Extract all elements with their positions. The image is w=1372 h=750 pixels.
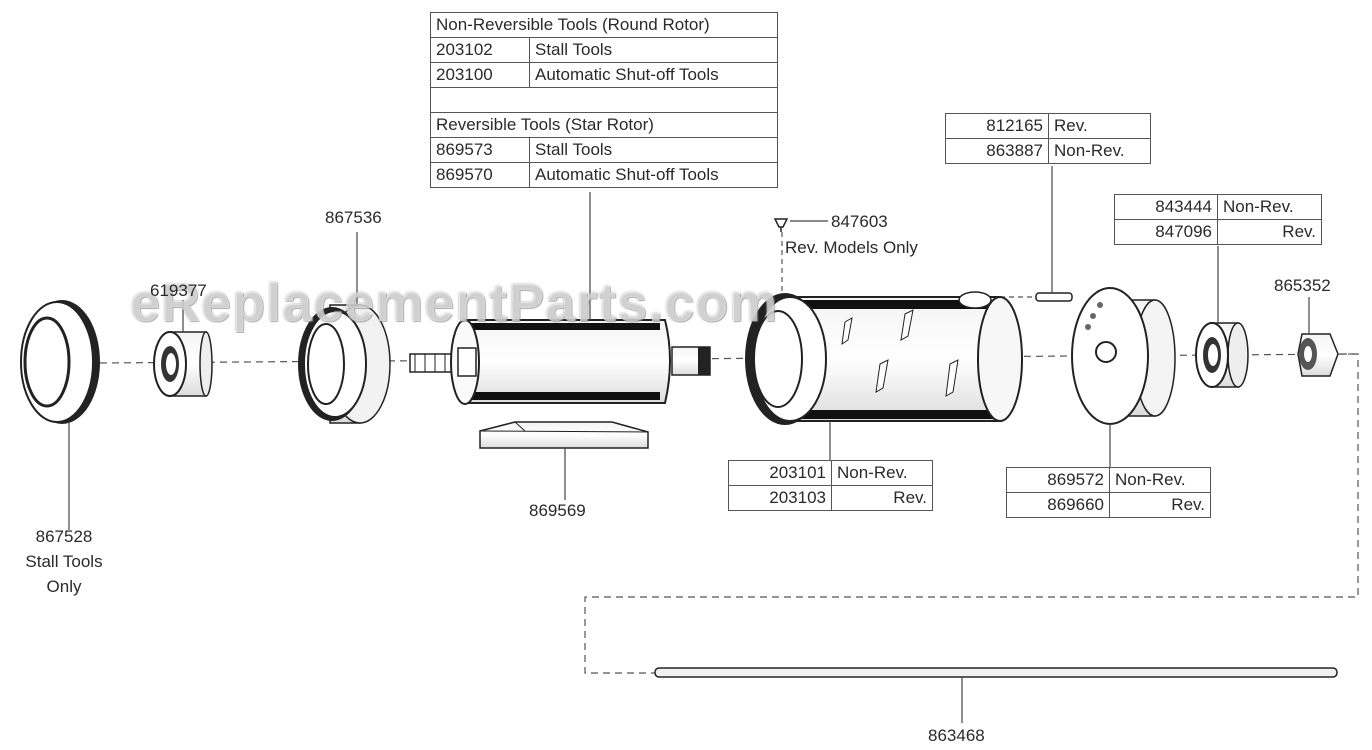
part-number-867528: 867528 (35, 527, 93, 546)
table-row: 203102 Stall Tools (430, 37, 778, 63)
bearing-desc: Non-Rev. (1217, 194, 1322, 220)
rotor-part: 203100 (430, 62, 530, 88)
cylinder-desc: Non-Rev. (831, 460, 933, 486)
plate-desc: Non-Rev. (1109, 467, 1211, 493)
screw-847603 (773, 218, 789, 232)
part-number-863468: 863468 (928, 726, 985, 745)
pin-table: 812165 Rev. 863887 Non-Rev. (945, 113, 1151, 164)
rod-863468 (654, 667, 1338, 678)
note-only: Only (46, 577, 82, 596)
rotor-desc: Automatic Shut-off Tools (529, 62, 778, 88)
rod-leader-path (584, 353, 1359, 674)
rear-bearing (1195, 322, 1249, 388)
part-number-869569: 869569 (529, 501, 586, 520)
plate-table: 869572 Non-Rev. 869660 Rev. (1006, 467, 1211, 518)
bearing-part: 847096 (1114, 219, 1218, 245)
nut-865352 (1297, 333, 1339, 377)
table-row: 869572 Non-Rev. (1006, 467, 1211, 493)
rotor-header-nonrev: Non-Reversible Tools (Round Rotor) (430, 12, 778, 38)
bearing-619377 (153, 331, 213, 397)
rotor-desc: Stall Tools (529, 37, 778, 63)
bearing-table: 843444 Non-Rev. 847096 Rev. (1114, 194, 1322, 245)
part-number-867536: 867536 (325, 208, 382, 227)
cylinder-table: 203101 Non-Rev. 203103 Rev. (728, 460, 933, 511)
rotor (409, 319, 711, 405)
label-867528: 867528 Stall Tools Only (14, 527, 114, 597)
note-rev-models-only: Rev. Models Only (785, 238, 918, 257)
table-row: 812165 Rev. (945, 113, 1151, 139)
ring-867528 (20, 300, 100, 424)
cylinder (745, 291, 1023, 425)
rotor-part: 869570 (430, 162, 530, 188)
endcap-867536 (298, 304, 391, 424)
plate-desc: Rev. (1109, 492, 1211, 518)
plate-part: 869572 (1006, 467, 1110, 493)
rotor-part: 203102 (430, 37, 530, 63)
table-row: 869570 Automatic Shut-off Tools (430, 162, 778, 188)
rotor-desc: Automatic Shut-off Tools (529, 162, 778, 188)
pin-part: 812165 (945, 113, 1049, 139)
pin (1035, 292, 1073, 302)
rotor-table: Non-Reversible Tools (Round Rotor) 20310… (430, 12, 778, 188)
cylinder-part: 203103 (728, 485, 832, 511)
table-row: 203103 Rev. (728, 485, 933, 511)
table-spacer-row (430, 87, 778, 113)
bearing-part: 843444 (1114, 194, 1218, 220)
part-number-619377: 619377 (150, 281, 207, 300)
cylinder-desc: Rev. (831, 485, 933, 511)
note-stall-tools: Stall Tools (25, 552, 103, 571)
part-number-847603: 847603 (831, 212, 888, 231)
cylinder-part: 203101 (728, 460, 832, 486)
table-row: 869573 Stall Tools (430, 137, 778, 163)
rotor-part: 869573 (430, 137, 530, 163)
rotor-header-rev: Reversible Tools (Star Rotor) (430, 112, 778, 138)
table-row: 869660 Rev. (1006, 492, 1211, 518)
table-row: 203101 Non-Rev. (728, 460, 933, 486)
rotor-desc: Stall Tools (529, 137, 778, 163)
table-row: 843444 Non-Rev. (1114, 194, 1322, 220)
table-row: 863887 Non-Rev. (945, 138, 1151, 164)
pin-part: 863887 (945, 138, 1049, 164)
pin-desc: Non-Rev. (1048, 138, 1151, 164)
vane-869569 (479, 421, 649, 449)
plate-part: 869660 (1006, 492, 1110, 518)
pin-desc: Rev. (1048, 113, 1151, 139)
table-row: 203100 Automatic Shut-off Tools (430, 62, 778, 88)
end-plate (1071, 287, 1176, 425)
part-number-865352: 865352 (1274, 276, 1331, 295)
table-row: 847096 Rev. (1114, 219, 1322, 245)
bearing-desc: Rev. (1217, 219, 1322, 245)
